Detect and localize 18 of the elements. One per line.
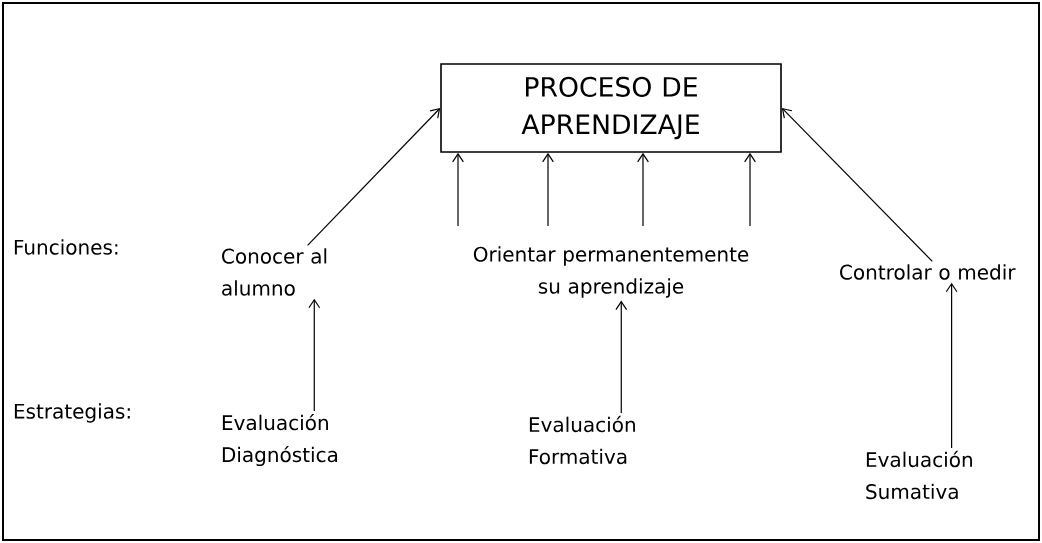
arrow bbox=[637, 152, 649, 227]
function-text: Controlar o medir bbox=[840, 264, 1016, 280]
row-label: Estrategias: bbox=[14, 403, 130, 423]
strategy-text: Evaluación Formativa bbox=[529, 415, 635, 465]
arrow bbox=[615, 300, 628, 414]
arrow bbox=[945, 282, 958, 449]
arrow bbox=[542, 152, 554, 227]
arrow bbox=[781, 108, 933, 262]
arrow bbox=[308, 298, 321, 412]
function-text: Conocer al alumno bbox=[222, 248, 327, 296]
arrow bbox=[744, 152, 756, 227]
strategy-text: Evaluación Diagnóstica bbox=[222, 413, 338, 467]
strategy-text: Evaluación Sumativa bbox=[866, 450, 972, 500]
function-text: Orientar permanentemente su aprendizaje bbox=[473, 246, 749, 298]
arrow bbox=[307, 108, 441, 246]
row-label: Funciones: bbox=[14, 239, 118, 255]
title-box: PROCESO DE APRENDIZAJE bbox=[440, 63, 782, 153]
arrow bbox=[452, 152, 464, 227]
